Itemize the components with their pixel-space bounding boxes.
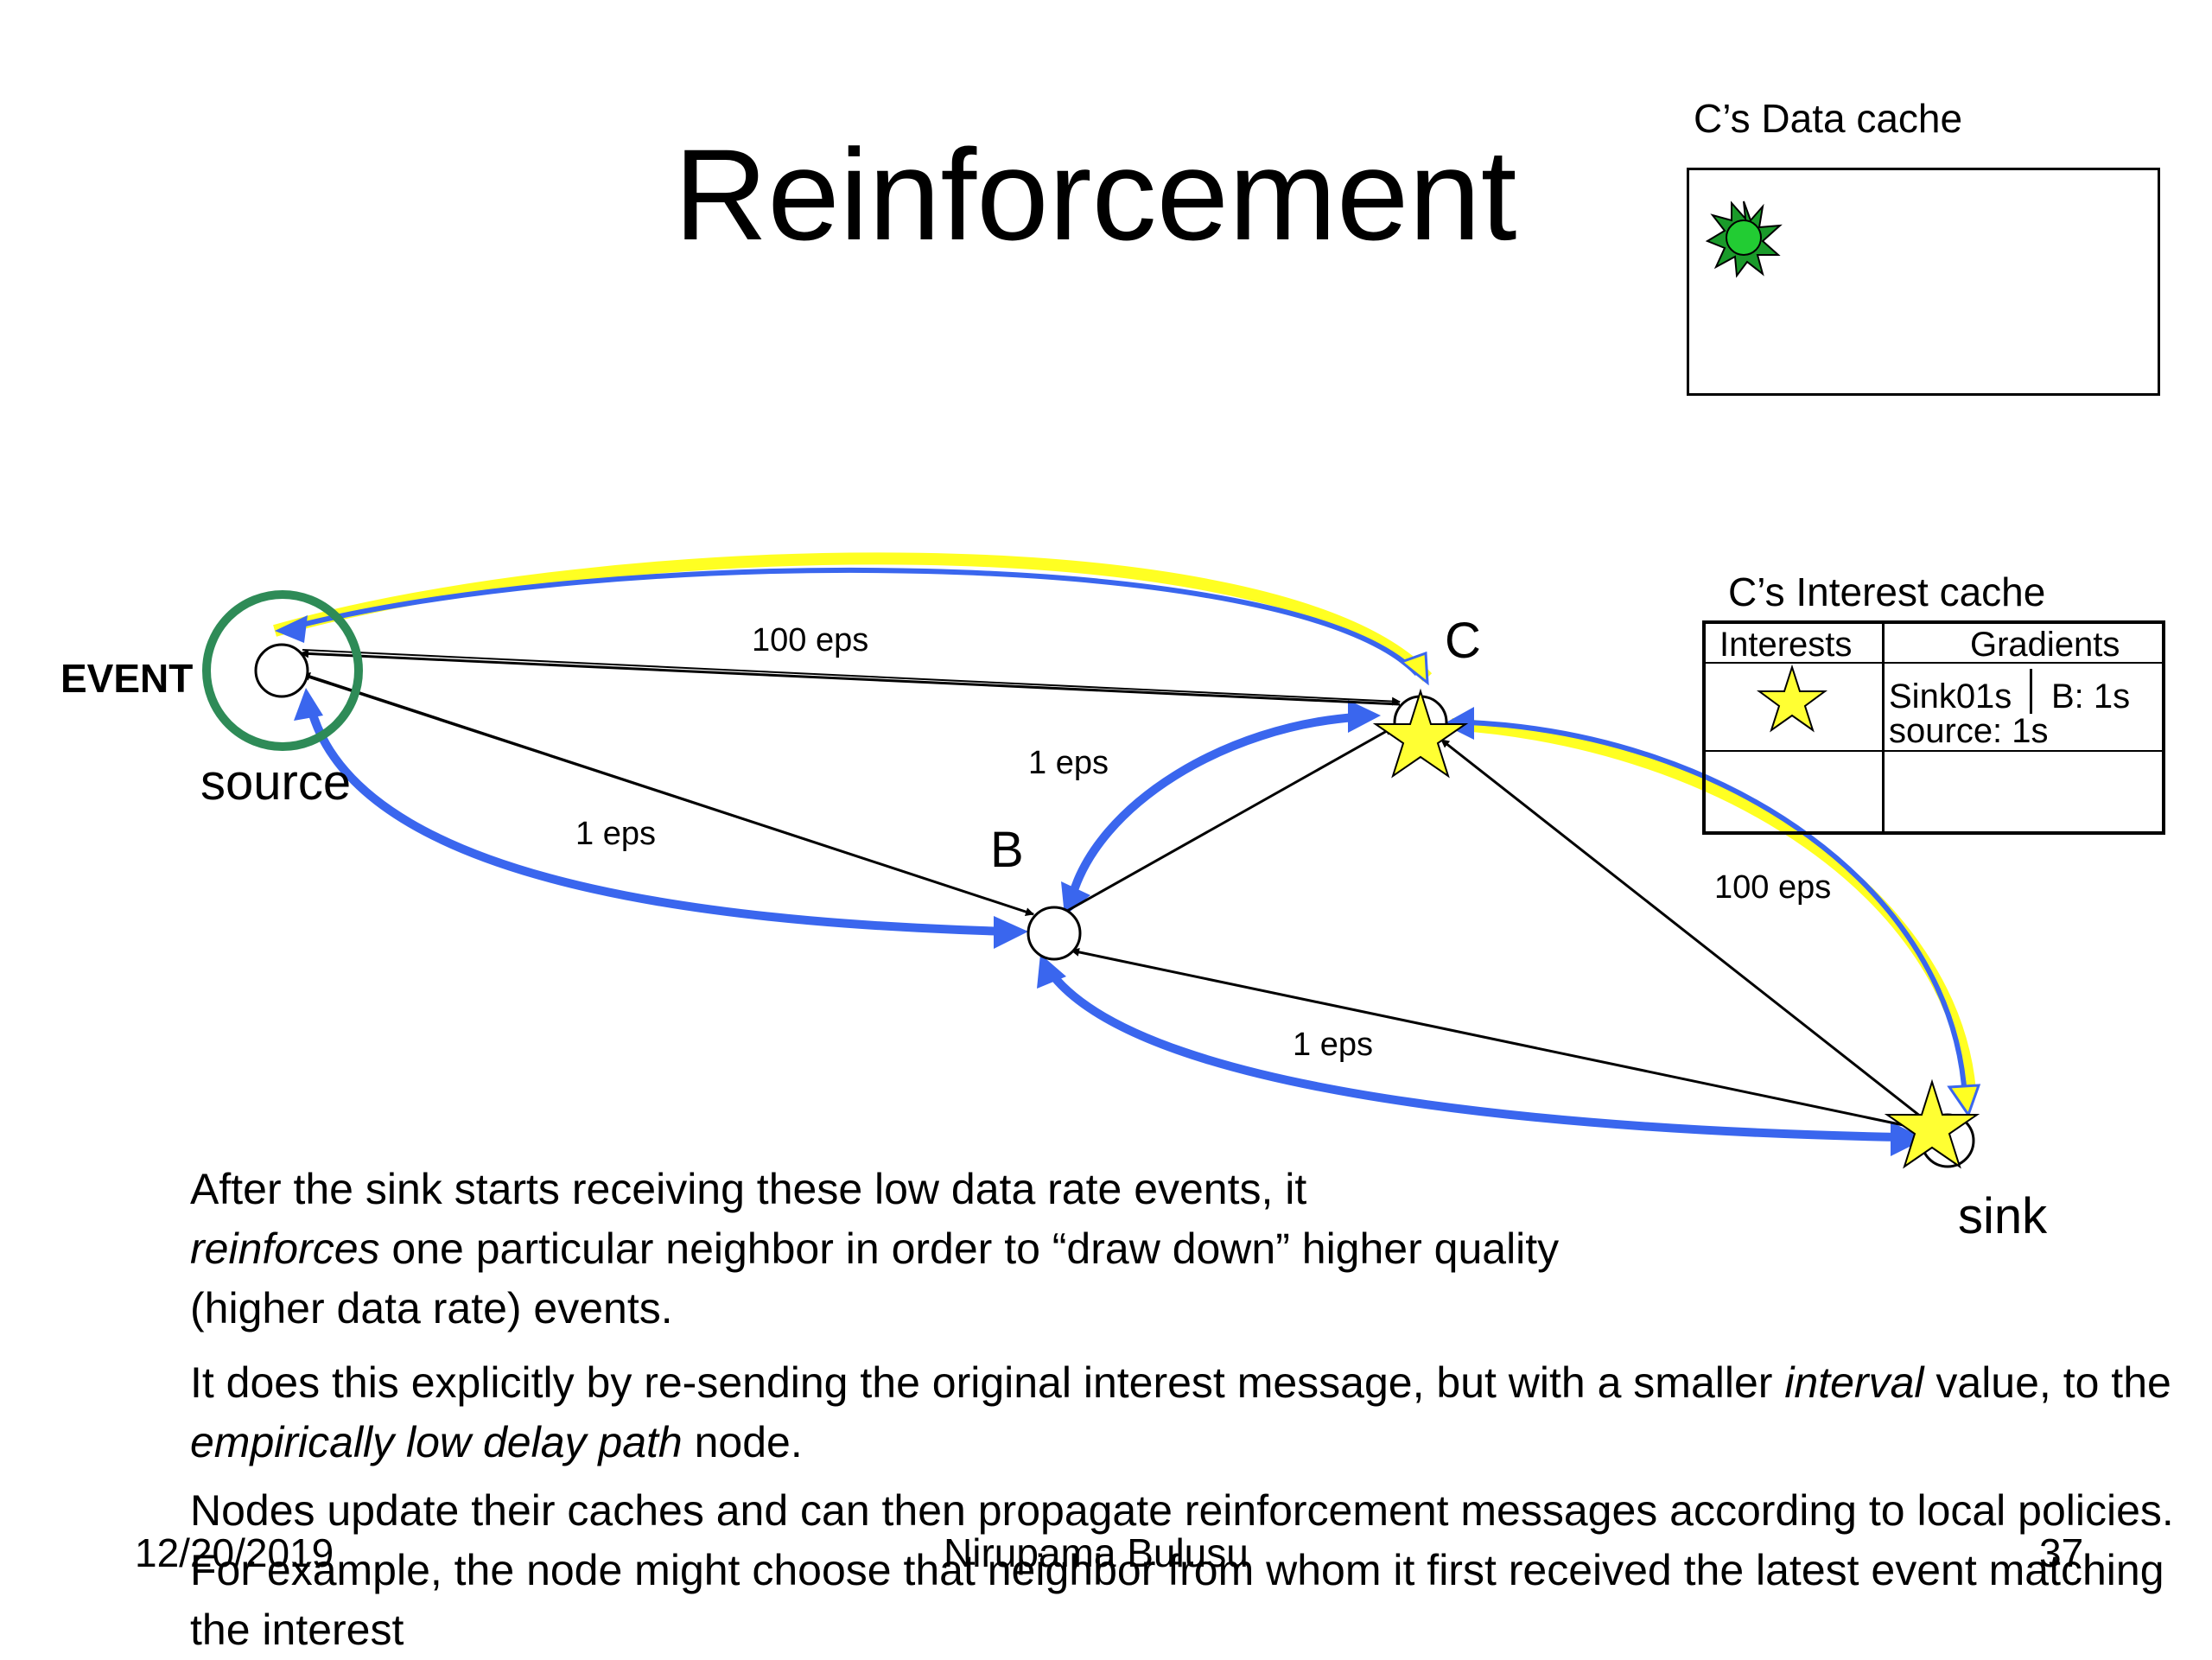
blue-arrowhead xyxy=(1891,1122,1925,1156)
source-node xyxy=(254,643,309,698)
star-icon-interest xyxy=(1756,664,1828,733)
star-icon-sink xyxy=(1884,1078,1980,1169)
table-divider xyxy=(2030,669,2032,714)
edge-label-c-sink: 100 eps xyxy=(1714,869,1832,906)
blue-arc-c-sink xyxy=(1468,720,1967,1098)
body-emphasis: reinforces xyxy=(190,1224,380,1273)
footer-author: Nirupama Bulusu xyxy=(944,1530,1249,1575)
body-text: After the sink starts receiving these lo… xyxy=(190,1165,1307,1213)
black-edge-sink-b xyxy=(1071,947,1921,1130)
blue-arc-b-sink xyxy=(1043,965,1902,1142)
edge-label-source-c: 100 eps xyxy=(752,622,869,658)
b-node xyxy=(1027,906,1082,961)
blue-arrowhead xyxy=(1348,700,1381,733)
table-divider xyxy=(1706,662,2162,664)
blue-arrowhead xyxy=(294,688,323,721)
edge-label-b-c: 1 eps xyxy=(1028,745,1109,781)
blue-arrowhead xyxy=(994,916,1028,949)
body-paragraph-1: After the sink starts receiving these lo… xyxy=(190,1160,1659,1339)
yellow-arrowhead xyxy=(1398,651,1429,686)
data-cache-box xyxy=(1687,168,2160,396)
gradient-source: source: 1s xyxy=(1889,712,2049,750)
star-icon-c xyxy=(1372,688,1469,779)
yellow-arrowhead xyxy=(1947,1084,1981,1118)
interests-header: Interests xyxy=(1719,626,1853,664)
c-label: C xyxy=(1445,613,1481,669)
green-sun-icon xyxy=(1705,200,1783,278)
black-edge-c-source xyxy=(300,649,1401,706)
source-label: source xyxy=(200,754,352,811)
body-emphasis: empirically low delay path xyxy=(190,1418,683,1466)
body-paragraph-3: Nodes update their caches and can then p… xyxy=(190,1486,2174,1654)
table-divider xyxy=(1706,750,2162,752)
b-label: B xyxy=(990,822,1024,878)
table-divider xyxy=(1882,624,1885,831)
event-label: EVENT xyxy=(60,656,194,701)
blue-arc-b-c xyxy=(1067,713,1357,900)
edge-label-source-b: 1 eps xyxy=(575,816,656,852)
body-text: value, to the xyxy=(1923,1358,2171,1407)
blue-arrowhead xyxy=(1061,881,1090,916)
data-cache-title: C’s Data cache xyxy=(1694,96,1963,141)
black-edge-b-c xyxy=(1060,726,1394,916)
footer-page-number: 37 xyxy=(2039,1530,2084,1575)
yellow-arc-sink-to-c xyxy=(1451,718,1976,1091)
edge-label-b-sink: 1 eps xyxy=(1293,1027,1373,1063)
black-edge-source-b xyxy=(303,675,1034,916)
gradient-b: B: 1s xyxy=(2051,677,2131,716)
blue-arrowhead xyxy=(275,615,308,643)
blue-arc-source-b xyxy=(307,707,1010,936)
body-emphasis: interval xyxy=(1784,1358,1924,1407)
gradients-header: Gradients xyxy=(1970,626,2120,664)
body-text: It does this explicitly by re-sending th… xyxy=(190,1358,1785,1407)
body-paragraph-2: It does this explicitly by re-sending th… xyxy=(190,1353,2212,1472)
blue-arc-source-c xyxy=(284,567,1420,677)
footer-date: 12/20/2019 xyxy=(135,1530,334,1575)
black-edge-sink-c xyxy=(1440,738,1926,1122)
body-text: node. xyxy=(682,1418,803,1466)
body-text: one particular neighbor in order to “dra… xyxy=(190,1224,1560,1332)
page-title: Reinforcement xyxy=(674,122,1517,267)
event-ring xyxy=(202,590,363,751)
blue-arrowhead xyxy=(1037,954,1066,989)
interest-cache-table: Interests Gradients Sink01s B: 1s source… xyxy=(1702,620,2165,835)
black-edge-source-c xyxy=(302,649,1401,706)
gradient-sink: Sink01s xyxy=(1889,677,2012,716)
yellow-arc-c-to-source xyxy=(273,552,1433,682)
interest-cache-title: C’s Interest cache xyxy=(1728,569,2046,614)
sink-label: sink xyxy=(1958,1188,2048,1244)
